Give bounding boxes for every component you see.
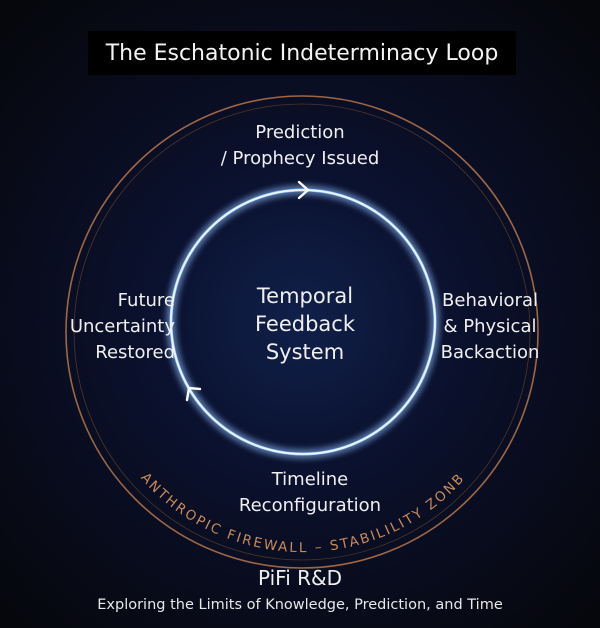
outer-ring-inner: [73, 103, 531, 561]
footer-title: PiFi R&D: [257, 566, 343, 590]
page-title: The Eschatonic Indeterminacy Loop: [88, 31, 516, 75]
center-label: Temporal Feedback System: [254, 284, 355, 364]
arrow-up-icon: [185, 386, 202, 402]
outer-ring: [65, 95, 539, 569]
node-timeline: Timeline Reconfiguration: [238, 469, 382, 516]
feedback-loop-core: [170, 189, 436, 455]
node-uncertainty: Future Uncertainty Restored: [69, 290, 175, 363]
node-backaction: Behavioral & Physical Backaction: [440, 290, 540, 363]
footer-subtitle: Exploring the Limits of Knowledge, Predi…: [97, 597, 503, 613]
arrow-right-icon: [297, 180, 310, 200]
node-prediction: Prediction / Prophecy Issued: [220, 122, 380, 169]
